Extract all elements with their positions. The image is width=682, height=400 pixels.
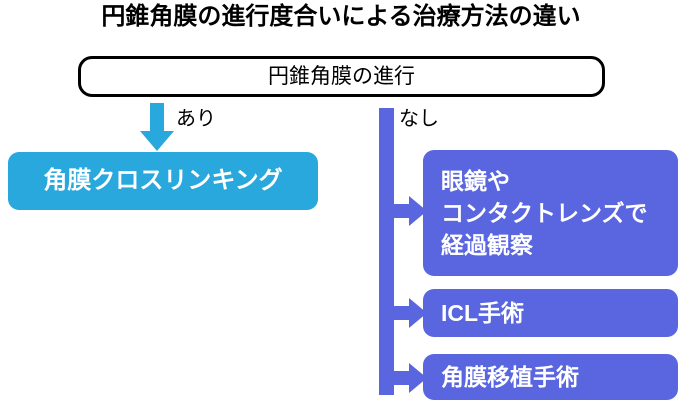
right-arrow-icon [379, 298, 427, 328]
root-node: 円錐角膜の進行 [78, 56, 605, 97]
node-corneal-crosslinking-label: 角膜クロスリンキング [43, 167, 283, 194]
branch-label-nashi: なし [399, 108, 439, 130]
node-icl-surgery: ICL手術 [423, 289, 678, 337]
node-line: コンタクトレンズで [441, 200, 648, 226]
branch-trunk-line [379, 108, 394, 395]
node-glasses-contacts-observation: 眼鏡や コンタクトレンズで 経過観察 [423, 150, 678, 276]
branch-label-ari: あり [176, 108, 216, 130]
node-corneal-crosslinking: 角膜クロスリンキング [8, 152, 318, 210]
node-line: 経過観察 [441, 232, 533, 258]
down-arrow-icon [140, 103, 174, 151]
node-line: 角膜移植手術 [441, 364, 579, 390]
node-line: ICL手術 [441, 300, 525, 326]
node-corneal-transplant-surgery: 角膜移植手術 [423, 354, 678, 400]
right-arrow-icon [379, 363, 427, 393]
node-line: 眼鏡や [441, 168, 510, 194]
right-arrow-icon [379, 196, 427, 226]
root-node-label: 円錐角膜の進行 [268, 64, 415, 88]
page-title: 円錐角膜の進行度合いによる治療方法の違い [101, 3, 581, 30]
